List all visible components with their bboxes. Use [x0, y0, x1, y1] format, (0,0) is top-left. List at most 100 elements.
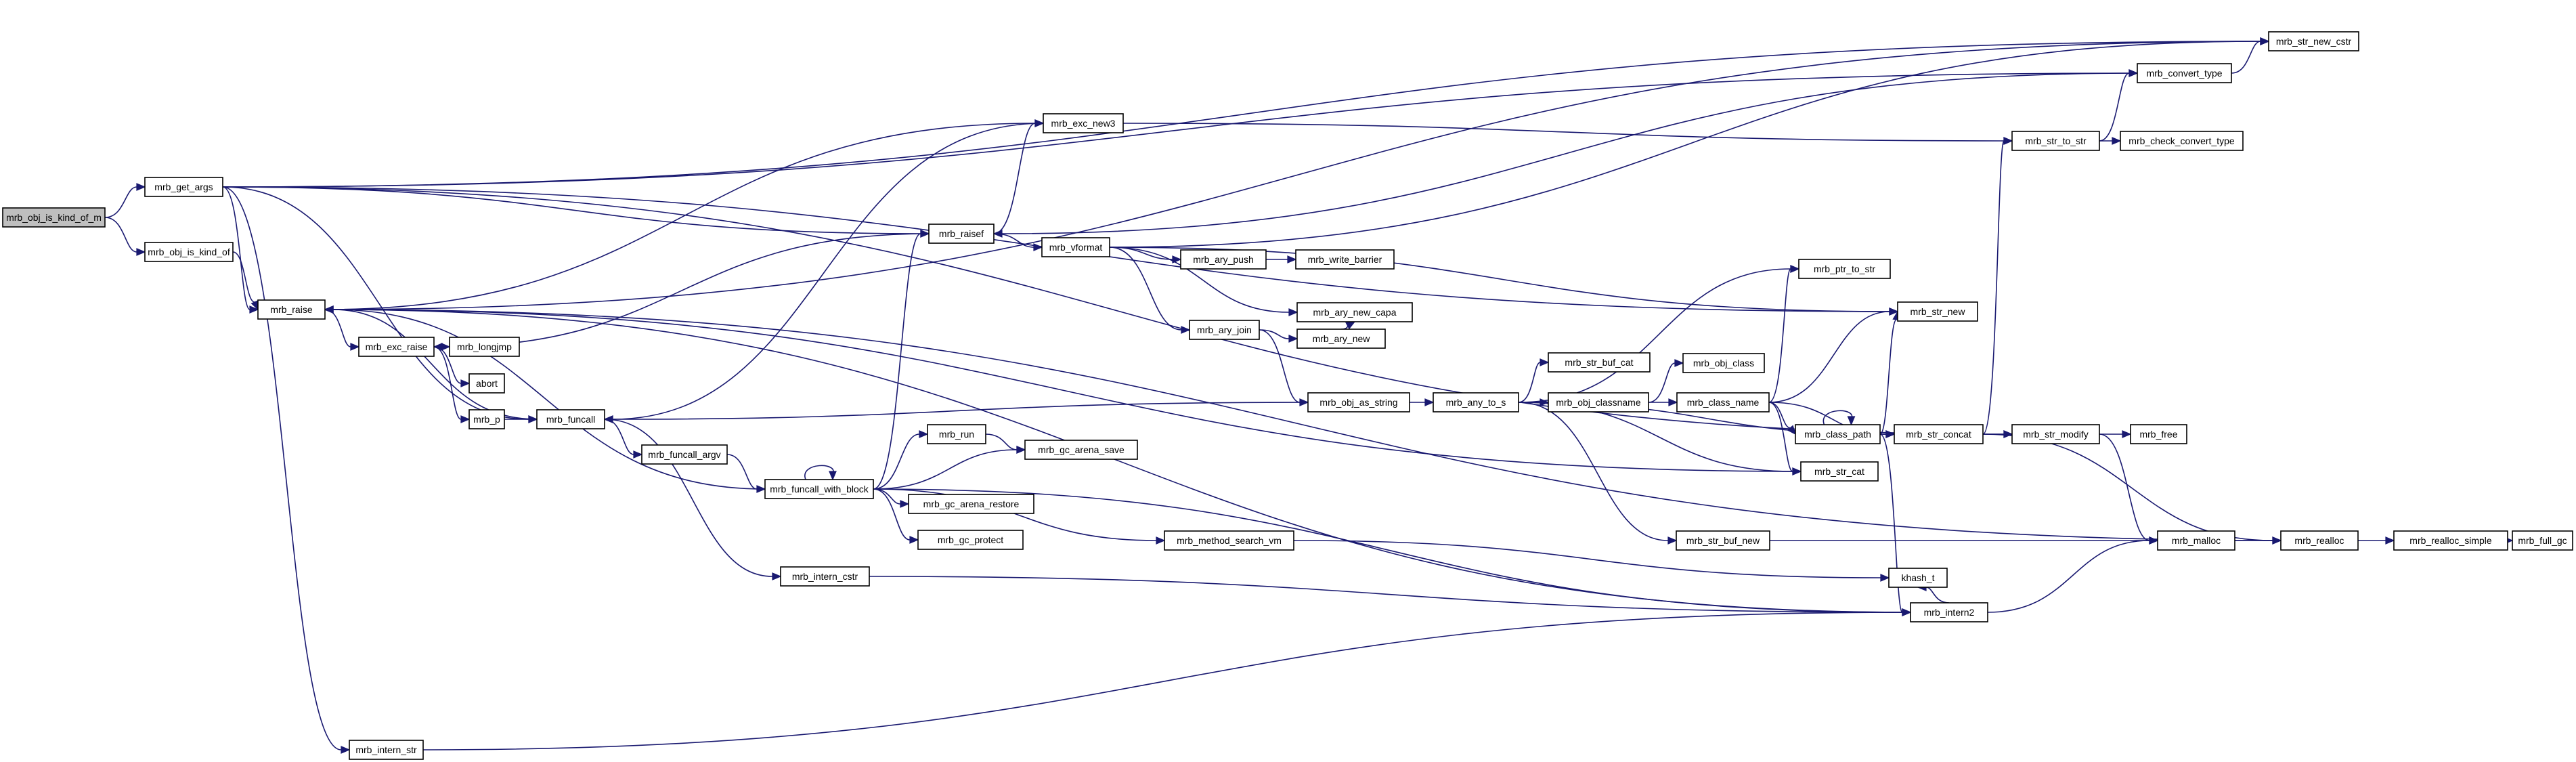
node-box[interactable]: [2512, 530, 2573, 551]
node-funcall-with-block[interactable]: mrb_funcall_with_block: [764, 479, 874, 499]
node-box[interactable]: [908, 494, 1034, 514]
node-ary-push[interactable]: mrb_ary_push: [1180, 249, 1267, 270]
node-run[interactable]: mrb_run: [927, 424, 986, 444]
node-box[interactable]: [358, 337, 435, 357]
node-box[interactable]: [2268, 31, 2359, 51]
node-gc-arena-restore[interactable]: mrb_gc_arena_restore: [908, 494, 1034, 514]
node-box[interactable]: [2393, 530, 2508, 551]
node-exc-raise[interactable]: mrb_exc_raise: [358, 337, 435, 357]
node-class-path[interactable]: mrb_class_path: [1795, 424, 1881, 444]
node-str-to-str[interactable]: mrb_str_to_str: [2011, 131, 2100, 151]
node-raisef[interactable]: mrb_raisef: [928, 224, 995, 244]
node-write-barrier[interactable]: mrb_write_barrier: [1295, 249, 1395, 270]
node-box[interactable]: [449, 337, 520, 357]
node-box[interactable]: [1910, 602, 1988, 622]
node-box[interactable]: [2280, 530, 2359, 551]
node-box[interactable]: [2157, 530, 2235, 551]
node-box[interactable]: [1295, 249, 1395, 270]
node-abort[interactable]: abort: [468, 373, 505, 394]
node-gc-arena-save[interactable]: mrb_gc_arena_save: [1024, 440, 1138, 460]
node-obj-is-kind-of[interactable]: mrb_obj_is_kind_of: [144, 242, 234, 262]
node-intern-cstr[interactable]: mrb_intern_cstr: [780, 566, 870, 587]
node-box[interactable]: [1024, 440, 1138, 460]
node-full-gc[interactable]: mrb_full_gc: [2512, 530, 2573, 551]
node-box[interactable]: [1164, 530, 1294, 551]
node-box[interactable]: [1189, 320, 1260, 340]
node-get-args[interactable]: mrb_get_args: [144, 177, 223, 197]
node-box[interactable]: [1548, 392, 1649, 412]
node-box[interactable]: [2011, 424, 2100, 444]
node-funcall-argv[interactable]: mrb_funcall_argv: [641, 444, 728, 465]
node-box[interactable]: [1043, 113, 1124, 133]
node-box[interactable]: [928, 224, 995, 244]
node-box[interactable]: [1682, 353, 1765, 373]
node-str-buf-new[interactable]: mrb_str_buf_new: [1676, 530, 1770, 551]
node-box[interactable]: [2, 207, 106, 228]
node-box[interactable]: [1296, 329, 1386, 349]
node-str-modify[interactable]: mrb_str_modify: [2011, 424, 2100, 444]
node-box[interactable]: [927, 424, 986, 444]
node-ptr-to-str[interactable]: mrb_ptr_to_str: [1798, 259, 1891, 279]
node-funcall[interactable]: mrb_funcall: [536, 409, 605, 429]
node-box[interactable]: [1894, 424, 1984, 444]
node-intern-str[interactable]: mrb_intern_str: [349, 740, 424, 760]
node-method-search-vm[interactable]: mrb_method_search_vm: [1164, 530, 1294, 551]
node-check-convert-type[interactable]: mrb_check_convert_type: [2120, 131, 2244, 151]
node-box[interactable]: [917, 530, 1024, 550]
node-box[interactable]: [1800, 461, 1879, 482]
node-str-new-cstr[interactable]: mrb_str_new_cstr: [2268, 31, 2359, 51]
node-box[interactable]: [1041, 237, 1110, 257]
node-box[interactable]: [2011, 131, 2100, 151]
node-box[interactable]: [1888, 568, 1948, 588]
node-longjmp[interactable]: mrb_longjmp: [449, 337, 520, 357]
node-box[interactable]: [1676, 392, 1770, 412]
node-str-buf-cat[interactable]: mrb_str_buf_cat: [1548, 352, 1651, 373]
node-box[interactable]: [144, 177, 223, 197]
node-raise[interactable]: mrb_raise: [257, 299, 326, 320]
node-any-to-s[interactable]: mrb_any_to_s: [1433, 392, 1519, 412]
node-khash-t[interactable]: khash_t: [1888, 568, 1948, 588]
node-obj-as-string[interactable]: mrb_obj_as_string: [1307, 392, 1410, 412]
node-vformat[interactable]: mrb_vformat: [1041, 237, 1110, 257]
node-box[interactable]: [1795, 424, 1881, 444]
node-box[interactable]: [468, 409, 505, 429]
node-box[interactable]: [641, 444, 728, 465]
node-box[interactable]: [2120, 131, 2244, 151]
node-str-cat[interactable]: mrb_str_cat: [1800, 461, 1879, 482]
node-str-new[interactable]: mrb_str_new: [1897, 301, 1978, 322]
node-obj-class[interactable]: mrb_obj_class: [1682, 353, 1765, 373]
node-box[interactable]: [1798, 259, 1891, 279]
node-box[interactable]: [764, 479, 874, 499]
node-box[interactable]: [1897, 301, 1978, 322]
node-box[interactable]: [349, 740, 424, 760]
node-obj-classname[interactable]: mrb_obj_classname: [1548, 392, 1649, 412]
node-box[interactable]: [1676, 530, 1770, 551]
node-str-concat[interactable]: mrb_str_concat: [1894, 424, 1984, 444]
node-box[interactable]: [2130, 424, 2187, 444]
node-box[interactable]: [257, 299, 326, 320]
node-root[interactable]: mrb_obj_is_kind_of_m: [2, 207, 106, 228]
node-mrb-p[interactable]: mrb_p: [468, 409, 505, 429]
node-convert-type[interactable]: mrb_convert_type: [2137, 63, 2232, 83]
node-box[interactable]: [1548, 352, 1651, 373]
node-realloc[interactable]: mrb_realloc: [2280, 530, 2359, 551]
node-class-name[interactable]: mrb_class_name: [1676, 392, 1770, 412]
node-intern2[interactable]: mrb_intern2: [1910, 602, 1988, 622]
node-exc-new3[interactable]: mrb_exc_new3: [1043, 113, 1124, 133]
node-box[interactable]: [2137, 63, 2232, 83]
node-box[interactable]: [1180, 249, 1267, 270]
node-box[interactable]: [536, 409, 605, 429]
node-malloc[interactable]: mrb_malloc: [2157, 530, 2235, 551]
node-ary-new-capa[interactable]: mrb_ary_new_capa: [1296, 302, 1413, 322]
node-ary-new[interactable]: mrb_ary_new: [1296, 329, 1386, 349]
node-gc-protect[interactable]: mrb_gc_protect: [917, 530, 1024, 550]
node-box[interactable]: [1307, 392, 1410, 412]
node-box[interactable]: [144, 242, 234, 262]
node-realloc-simple[interactable]: mrb_realloc_simple: [2393, 530, 2508, 551]
node-box[interactable]: [780, 566, 870, 587]
node-box[interactable]: [1296, 302, 1413, 322]
node-free[interactable]: mrb_free: [2130, 424, 2187, 444]
node-box[interactable]: [468, 373, 505, 394]
node-ary-join[interactable]: mrb_ary_join: [1189, 320, 1260, 340]
node-box[interactable]: [1433, 392, 1519, 412]
